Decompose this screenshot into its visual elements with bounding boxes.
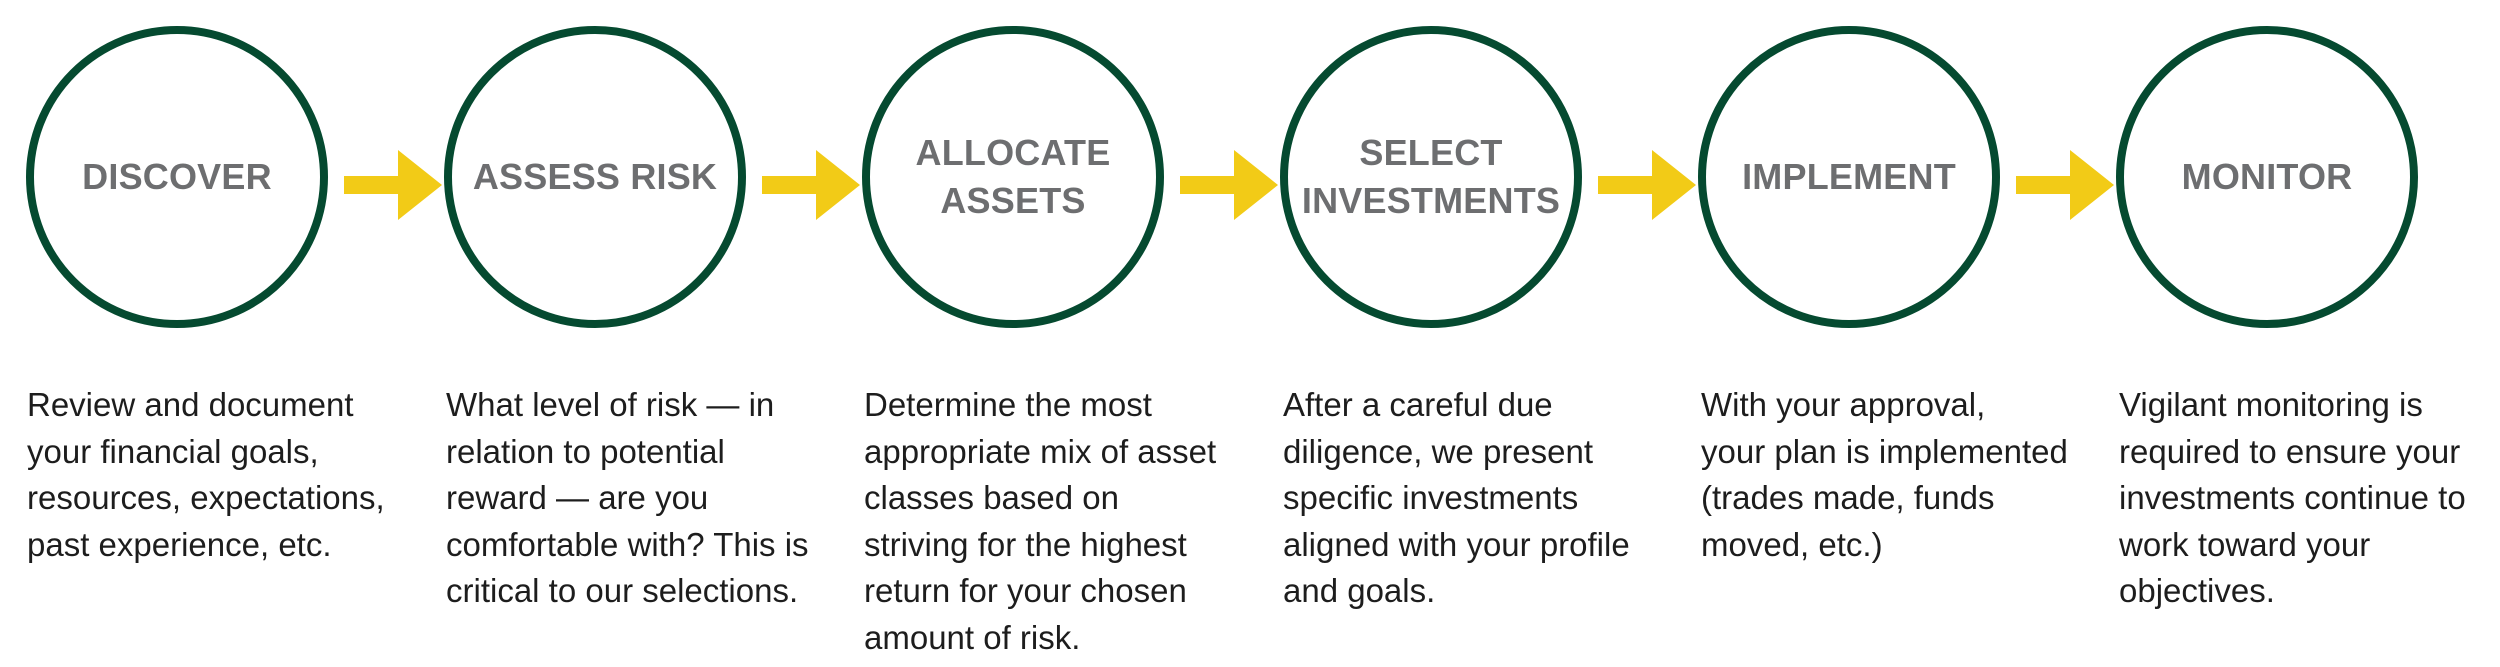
arrow-shape <box>2016 150 2114 220</box>
step-circle-monitor: MONITOR <box>2116 26 2418 328</box>
step-circle-implement: IMPLEMENT <box>1698 26 2000 328</box>
step-description: After a careful due diligence, we presen… <box>1283 386 1630 609</box>
arrow-right-icon <box>762 150 860 220</box>
step-circle-assess-risk: ASSESS RISK <box>444 26 746 328</box>
arrow-right-icon <box>1598 150 1696 220</box>
step-description: With your approval, your plan is impleme… <box>1701 386 2068 563</box>
step-title: ALLOCATE ASSETS <box>915 132 1111 221</box>
step-title: DISCOVER <box>82 156 272 197</box>
arrow-shape <box>1598 150 1696 220</box>
arrow-shape <box>1180 150 1278 220</box>
step-title: IMPLEMENT <box>1742 156 1956 197</box>
arrow-right-icon <box>1180 150 1278 220</box>
arrow-shape <box>762 150 860 220</box>
step-description: What level of risk — in relation to pote… <box>446 386 809 609</box>
step-circle-allocate-assets: ALLOCATE ASSETS <box>862 26 1164 328</box>
step-description: Determine the most appropriate mix of as… <box>864 386 1217 656</box>
arrow-shape <box>344 150 442 220</box>
step-title: SELECT INVESTMENTS <box>1301 132 1561 221</box>
step-title: ASSESS RISK <box>472 156 718 197</box>
arrow-right-icon <box>344 150 442 220</box>
step-circle-discover: DISCOVER <box>26 26 328 328</box>
step-title: MONITOR <box>2181 156 2353 197</box>
step-circle-select-investments: SELECT INVESTMENTS <box>1280 26 1582 328</box>
step-description: Review and document your financial goals… <box>27 386 385 563</box>
step-description: Vigilant monitoring is required to ensur… <box>2119 386 2466 609</box>
arrow-right-icon <box>2016 150 2114 220</box>
